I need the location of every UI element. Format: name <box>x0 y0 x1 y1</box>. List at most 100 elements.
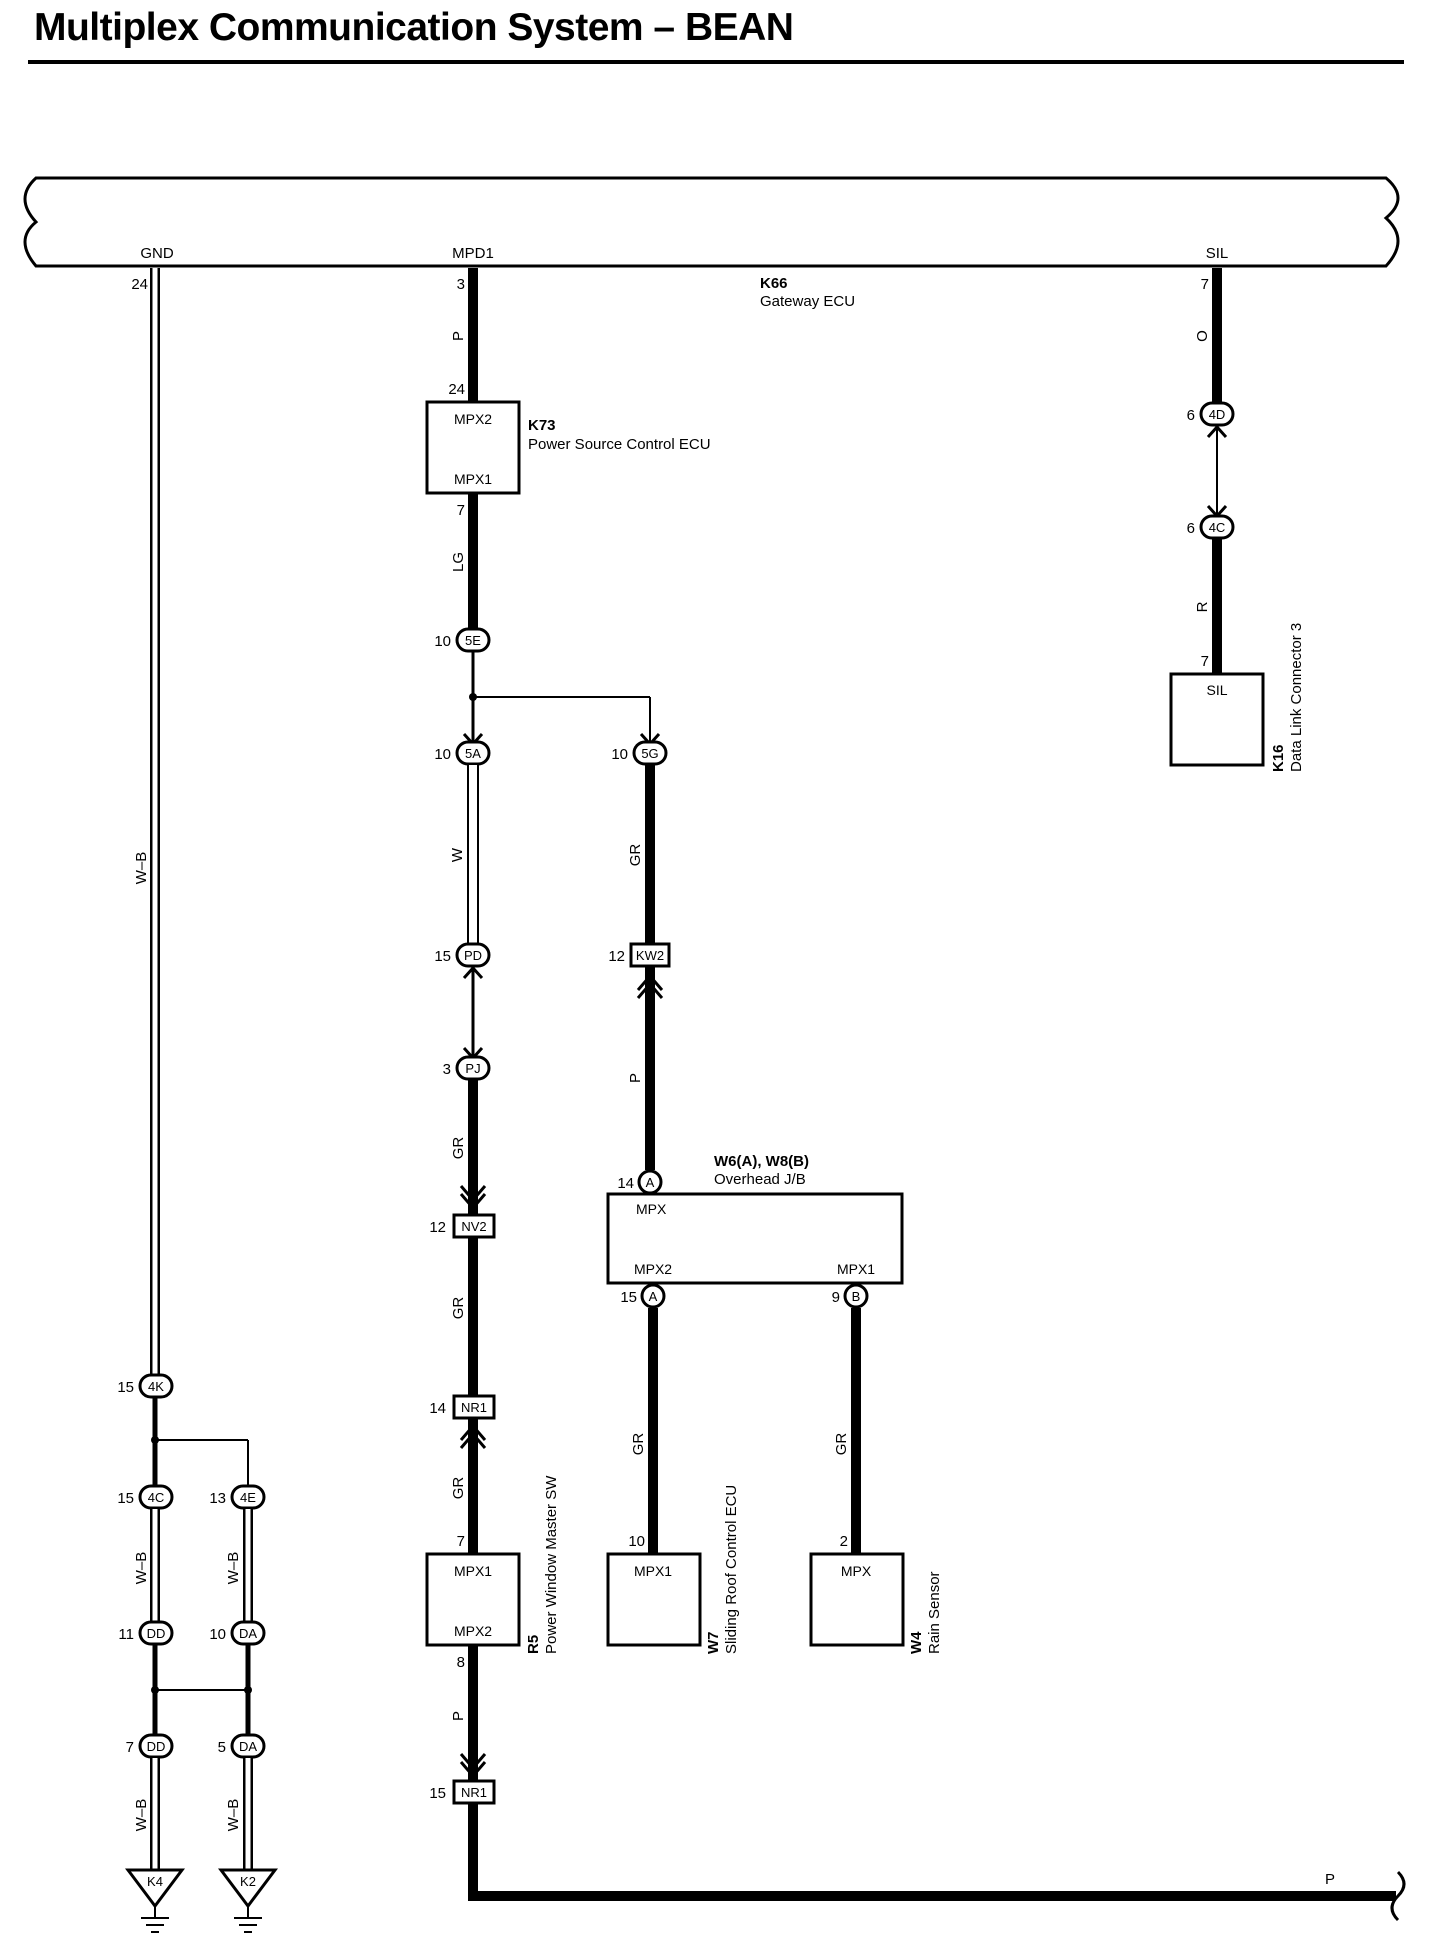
svg-text:14: 14 <box>617 1175 634 1192</box>
svg-text:NR1: NR1 <box>461 1785 487 1800</box>
w4-rain-sensor: MPX W4 Rain Sensor <box>809 1552 943 1654</box>
svg-text:KW2: KW2 <box>636 948 664 963</box>
k73-power-source-control-ecu: MPX2 MPX1 K73 Power Source Control ECU <box>425 400 711 495</box>
r5-power-window-master-sw: MPX1 MPX2 R5 Power Window Master SW <box>425 1475 560 1654</box>
svg-text:Sliding Roof Control ECU: Sliding Roof Control ECU <box>723 1485 740 1654</box>
gateway-terminal-sil: SIL <box>1206 245 1229 262</box>
svg-text:4C: 4C <box>1209 520 1226 535</box>
gateway-terminal-mpd1: MPD1 <box>452 245 494 262</box>
connector-nr1-a: NR1 14 <box>429 1394 496 1420</box>
svg-text:SIL: SIL <box>1206 682 1227 698</box>
bottom-p-color: P <box>1325 1871 1335 1888</box>
svg-text:4K: 4K <box>148 1379 164 1394</box>
svg-text:MPX1: MPX1 <box>837 1261 875 1277</box>
connector-5e: 5E 10 <box>434 627 491 653</box>
svg-text:K16: K16 <box>1270 744 1287 772</box>
p-kw2-color: P <box>627 1073 644 1083</box>
svg-text:NR1: NR1 <box>461 1400 487 1415</box>
w7-pin: 10 <box>628 1533 645 1550</box>
svg-text:5: 5 <box>218 1739 226 1756</box>
connector-5g: 5G 10 <box>611 740 668 766</box>
svg-text:DA: DA <box>239 1739 257 1754</box>
svg-text:A: A <box>649 1289 658 1304</box>
wb-4e-color: W–B <box>225 1552 242 1585</box>
svg-text:10: 10 <box>209 1626 226 1643</box>
wb-4c-color: W–B <box>133 1552 150 1585</box>
connector-4k: 4K 15 <box>117 1373 174 1399</box>
svg-text:MPX1: MPX1 <box>454 1563 492 1579</box>
svg-text:Data Link Connector 3: Data Link Connector 3 <box>1288 623 1305 772</box>
sil-o-color: O <box>1194 330 1211 342</box>
svg-text:MPX2: MPX2 <box>454 411 492 427</box>
svg-text:13: 13 <box>209 1490 226 1507</box>
connector-pj: PJ 3 <box>443 1055 491 1081</box>
svg-text:W7: W7 <box>705 1632 722 1655</box>
svg-text:10: 10 <box>434 746 451 763</box>
ground-symbol-k2: K2 <box>218 1868 278 1933</box>
k73-out-color: LG <box>450 552 467 572</box>
gateway-name: Gateway ECU <box>760 293 855 310</box>
svg-text:15: 15 <box>620 1289 637 1306</box>
w6-overhead-jb: MPX MPX2 MPX1 <box>606 1192 904 1285</box>
ground-symbol-k4: K4 <box>125 1868 185 1933</box>
w6-name: Overhead J/B <box>714 1171 806 1188</box>
wb-dd-color: W–B <box>133 1799 150 1832</box>
connector-pd: PD 15 <box>434 942 491 968</box>
svg-text:10: 10 <box>434 633 451 650</box>
svg-text:Power Window Master SW: Power Window Master SW <box>543 1475 560 1654</box>
svg-text:DA: DA <box>239 1626 257 1641</box>
w-5a-color: W <box>449 847 466 862</box>
svg-text:15: 15 <box>117 1490 134 1507</box>
svg-text:3: 3 <box>443 1061 451 1078</box>
gateway-ecu-box <box>23 176 1400 268</box>
svg-text:NV2: NV2 <box>461 1219 486 1234</box>
gr-w4-color: GR <box>833 1433 850 1456</box>
connector-4d: 4D 6 <box>1187 401 1235 427</box>
svg-text:MPX: MPX <box>636 1201 667 1217</box>
svg-text:MPX: MPX <box>841 1563 872 1579</box>
svg-text:15: 15 <box>434 948 451 965</box>
svg-text:4E: 4E <box>240 1490 256 1505</box>
connector-dd-2: DD 7 <box>126 1733 174 1759</box>
title-rule <box>28 60 1404 64</box>
svg-text:DD: DD <box>147 1626 166 1641</box>
gr-nr1-color: GR <box>450 1477 467 1500</box>
svg-text:5E: 5E <box>465 633 481 648</box>
svg-text:12: 12 <box>608 948 625 965</box>
gateway-pin-gnd: 24 <box>131 276 148 293</box>
p-r5-color: P <box>450 1711 467 1721</box>
w4-pin: 2 <box>840 1533 848 1550</box>
svg-text:12: 12 <box>429 1219 446 1236</box>
svg-text:MPX1: MPX1 <box>454 471 492 487</box>
connector-dd-1: DD 11 <box>118 1620 174 1646</box>
svg-text:PJ: PJ <box>465 1061 480 1076</box>
gnd-wire-color: W–B <box>133 852 150 885</box>
w6-connector-b: B 9 <box>832 1283 869 1309</box>
k16-pin: 7 <box>1201 653 1209 670</box>
gateway-pin-sil: 7 <box>1201 276 1209 293</box>
svg-text:14: 14 <box>429 1400 446 1417</box>
svg-text:15: 15 <box>429 1785 446 1802</box>
mpd1-wire-color: P <box>450 331 467 341</box>
k73-pin-in: 24 <box>448 381 465 398</box>
gr-w7-color: GR <box>630 1433 647 1456</box>
svg-text:K2: K2 <box>240 1874 256 1889</box>
svg-text:4D: 4D <box>1209 407 1226 422</box>
gateway-id: K66 <box>760 275 788 292</box>
r5-pin-out: 8 <box>457 1654 465 1671</box>
connector-4c-sil: 4C 6 <box>1187 514 1235 540</box>
svg-text:A: A <box>646 1175 655 1190</box>
svg-text:10: 10 <box>611 746 628 763</box>
connector-5a: 5A 10 <box>434 740 491 766</box>
w6-connector-a-top: A 14 <box>617 1169 663 1195</box>
connector-da-1: DA 10 <box>209 1620 266 1646</box>
svg-text:DD: DD <box>147 1739 166 1754</box>
gateway-pin-mpd1: 3 <box>457 276 465 293</box>
connector-nr1-b: NR1 15 <box>429 1779 496 1805</box>
svg-text:5A: 5A <box>465 746 481 761</box>
svg-text:MPX2: MPX2 <box>634 1261 672 1277</box>
sil-r-color: R <box>1194 601 1211 612</box>
svg-text:K4: K4 <box>147 1874 163 1889</box>
connector-4e: 4E 13 <box>209 1484 266 1510</box>
